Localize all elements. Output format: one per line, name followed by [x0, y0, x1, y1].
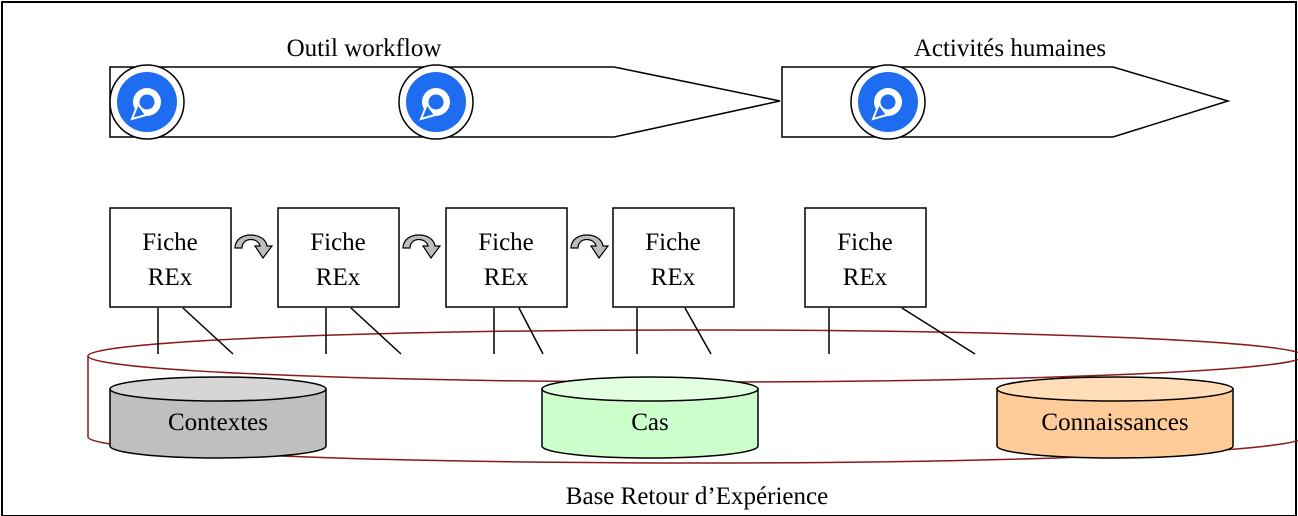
fiche-rex-card-1-line1: Fiche	[142, 229, 198, 256]
fiche-rex-card-1	[109, 207, 232, 308]
human-activities-label: Activités humaines	[914, 35, 1106, 62]
fiche-rex-card-2-line2: REx	[316, 264, 361, 291]
store-contextes-top	[109, 376, 327, 402]
store-connaissances-top	[996, 376, 1234, 402]
fiche-rex-card-1-line2: REx	[148, 264, 193, 291]
fiche-rex-card-4-line1: Fiche	[645, 229, 701, 256]
curved-arrow-icon-3	[570, 234, 609, 259]
store-contextes-label: Contextes	[168, 409, 268, 436]
store-cas: Cas	[541, 376, 759, 459]
fiche-rex-card-2	[277, 207, 400, 308]
store-cas-label: Cas	[631, 409, 669, 436]
human-activities-arrow	[781, 66, 1231, 138]
store-contextes-body	[109, 388, 327, 459]
store-contextes: Contextes	[109, 376, 327, 459]
fiche-rex-card-4	[612, 207, 735, 308]
fiche-rex-card-3-line2: REx	[484, 264, 529, 291]
workflow-tool-label: Outil workflow	[287, 35, 442, 62]
card-connector-lines	[157, 307, 976, 355]
fiche-rex-card-3-line1: Fiche	[478, 229, 534, 256]
base-label: Base Retour d’Expérience	[566, 483, 828, 510]
fiche-rex-card-4-line2: REx	[651, 264, 696, 291]
store-connaissances-body	[996, 388, 1234, 459]
store-connaissances: Connaissances	[996, 376, 1234, 459]
curved-arrow-icon-2	[402, 234, 441, 259]
store-cas-top	[541, 376, 759, 402]
store-connaissances-label: Connaissances	[1041, 409, 1188, 436]
fiche-rex-card-5	[804, 207, 927, 308]
store-cas-body	[541, 388, 759, 459]
workflow-step-icon-2	[398, 64, 474, 140]
fiche-rex-card-5-line2: REx	[843, 264, 888, 291]
fiche-rex-card-2-line1: Fiche	[310, 229, 366, 256]
fiche-rex-card-5-line1: Fiche	[837, 229, 893, 256]
fiche-rex-card-3	[445, 207, 568, 308]
curved-arrow-icon-1	[234, 234, 273, 259]
workflow-step-icon-1	[109, 64, 185, 140]
human-step-icon	[850, 64, 926, 140]
